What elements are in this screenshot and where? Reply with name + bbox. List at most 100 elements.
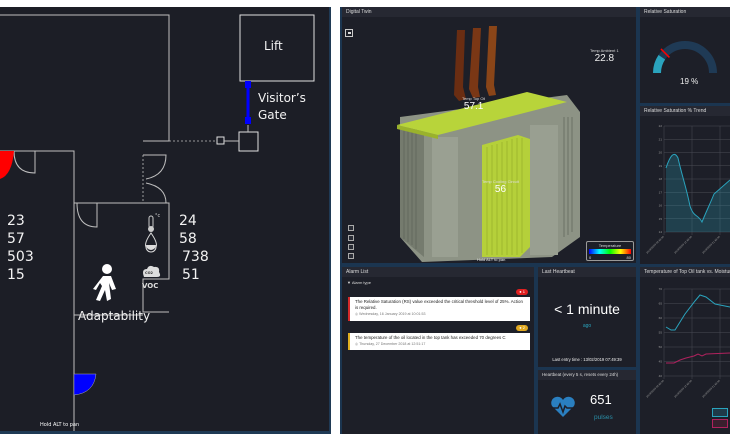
visitors-gate-label-line2: Gate	[258, 108, 287, 122]
panel-title: Temperature of Top Oil tank vs. Moisture	[640, 267, 730, 277]
label-value: 56	[494, 184, 507, 195]
label-value: 57.1	[463, 101, 484, 112]
alarm-item[interactable]: The temperature of the oil located in th…	[348, 333, 530, 350]
panel-title: Relative Saturation % Trend	[640, 106, 730, 116]
co2-label: CO2	[145, 271, 153, 275]
panel-title: Heartbeat (every 5 s, resets every 24h)	[538, 370, 636, 380]
alarm-timestamp: ◎ Wednesday, 16 January 2019 at 10:01:53	[355, 312, 426, 316]
zoom-in-icon[interactable]	[348, 244, 354, 250]
y-tick-label: 60	[659, 316, 663, 320]
gate-post	[245, 117, 251, 124]
y-tick-label: 19	[659, 164, 663, 168]
cooling-circuit	[482, 135, 530, 257]
settings-icon[interactable]	[348, 235, 354, 241]
co2-cloud-icon	[143, 265, 161, 277]
saturation-value: 19 %	[680, 77, 699, 86]
temp-ambient-label: Temp Ambient 1 22.8	[590, 48, 619, 64]
last-entry-time: Last entry time : 13/02/2019 07:49:39	[552, 357, 622, 362]
y-tick-label: 22	[659, 124, 663, 128]
y-tick-label: 45	[659, 360, 663, 364]
gate-node	[216, 136, 225, 145]
reading-voc: 51	[182, 267, 200, 283]
gate-post	[245, 81, 251, 88]
label-value: 22.8	[594, 53, 615, 64]
y-tick-label: 16	[659, 204, 663, 208]
y-tick-label: 20	[659, 151, 663, 155]
legend-color-ramp	[589, 249, 631, 254]
relative-saturation-panel: Relative Saturation 19 %	[640, 7, 730, 103]
reading-temperature: 23	[7, 213, 25, 229]
alarm-timestamp: ◎ Thursday, 27 December 2018 at 12:51:17	[355, 342, 426, 346]
visitors-gate-label-line1: Visitor’s	[258, 91, 306, 105]
floor-plan-view[interactable]: Lift Visitor’s Gate Adaptability °c CO2 …	[0, 7, 331, 434]
door-swing	[145, 182, 167, 204]
filter-label: Alarm type	[351, 280, 371, 285]
filter-icon: ▼	[347, 280, 351, 285]
alarm-type-filter[interactable]: ▼ Alarm type	[347, 280, 371, 285]
series-temperature-line	[665, 294, 730, 331]
reading-humidity: 57	[7, 231, 25, 247]
y-tick-label: 65	[659, 302, 663, 306]
y-tick-label: 55	[659, 331, 663, 335]
temp-top-oil-label: Temp Top Oil 57.1	[462, 96, 485, 112]
heartbeat-icon	[551, 396, 575, 417]
alarm-severity-badge: ● 2	[516, 325, 528, 331]
y-tick-label: 40	[659, 374, 663, 378]
label-name: Temp Cooling Circuit	[482, 179, 519, 184]
door-swing	[76, 202, 98, 228]
zoom-out-icon[interactable]	[348, 253, 354, 259]
heartbeat-value: < 1 minute	[554, 301, 620, 317]
alarm-severity-badge: ● 1	[516, 289, 528, 295]
wall-main-room	[0, 14, 170, 142]
gauge-fill	[653, 55, 666, 74]
alarm-item[interactable]: The Relative Saturation (RS) value excee…	[348, 297, 530, 321]
adaptability-label: Adaptability	[78, 309, 151, 323]
floor-plan-drawing	[0, 14, 315, 431]
label-name: Temp Top Oil	[462, 96, 486, 101]
door-swing	[143, 154, 167, 180]
legend-series-temperature[interactable]	[712, 408, 728, 417]
legend-min: 0	[589, 255, 592, 260]
trend-area	[666, 154, 730, 232]
pulses-value: 651	[590, 392, 612, 407]
y-tick-label: 14	[659, 230, 663, 234]
series-moisture-line	[666, 352, 730, 364]
heartbeat-sub: ago	[582, 323, 592, 329]
legend-title: Temperature	[598, 243, 622, 248]
pulses-panel: Heartbeat (every 5 s, resets every 24h) …	[538, 370, 636, 434]
wall-adaptability	[74, 202, 170, 313]
pan-hint: Hold ALT to pan	[477, 257, 506, 262]
y-tick-label: 21	[659, 137, 663, 141]
reading-temperature: 24	[179, 213, 197, 229]
legend-max: 80	[626, 255, 631, 260]
wall-corridor	[0, 150, 75, 431]
reading-voc: 15	[7, 267, 25, 283]
pulses-unit: pulses	[594, 414, 613, 421]
bushings	[454, 26, 497, 101]
pan-hint: Hold ALT to pan	[40, 422, 80, 428]
y-tick-label: 17	[659, 190, 663, 194]
reading-co2: 738	[182, 249, 209, 265]
panel-title: Digital Twin	[342, 7, 636, 17]
pan-icon[interactable]	[348, 225, 354, 231]
last-heartbeat-panel: Last Heartbeat < 1 minute ago Last entry…	[538, 267, 636, 367]
gauge-threshold-marker	[660, 48, 670, 58]
y-tick-label: 18	[659, 177, 663, 181]
menu-toggle-button[interactable]	[345, 29, 353, 37]
y-tick-label: 50	[659, 345, 663, 349]
panel-title: Relative Saturation	[640, 7, 730, 17]
transformer-3d-model[interactable]	[342, 17, 636, 263]
temperature-legend: Temperature 0 80	[586, 241, 634, 261]
legend-series-moisture[interactable]	[712, 419, 728, 428]
door-swing	[13, 150, 36, 174]
person-walking-icon	[93, 264, 116, 301]
x-tick-label: 2019/02/09 12:48:00	[673, 234, 693, 254]
panel-title: Alarm List	[342, 267, 534, 277]
voc-label: VOC	[142, 282, 159, 290]
saturation-gauge	[653, 41, 717, 74]
x-tick-label: 2019/02/09 21:48:00	[701, 378, 721, 398]
lift-room	[239, 14, 315, 82]
digital-twin-panel: Digital Twin	[342, 7, 636, 263]
